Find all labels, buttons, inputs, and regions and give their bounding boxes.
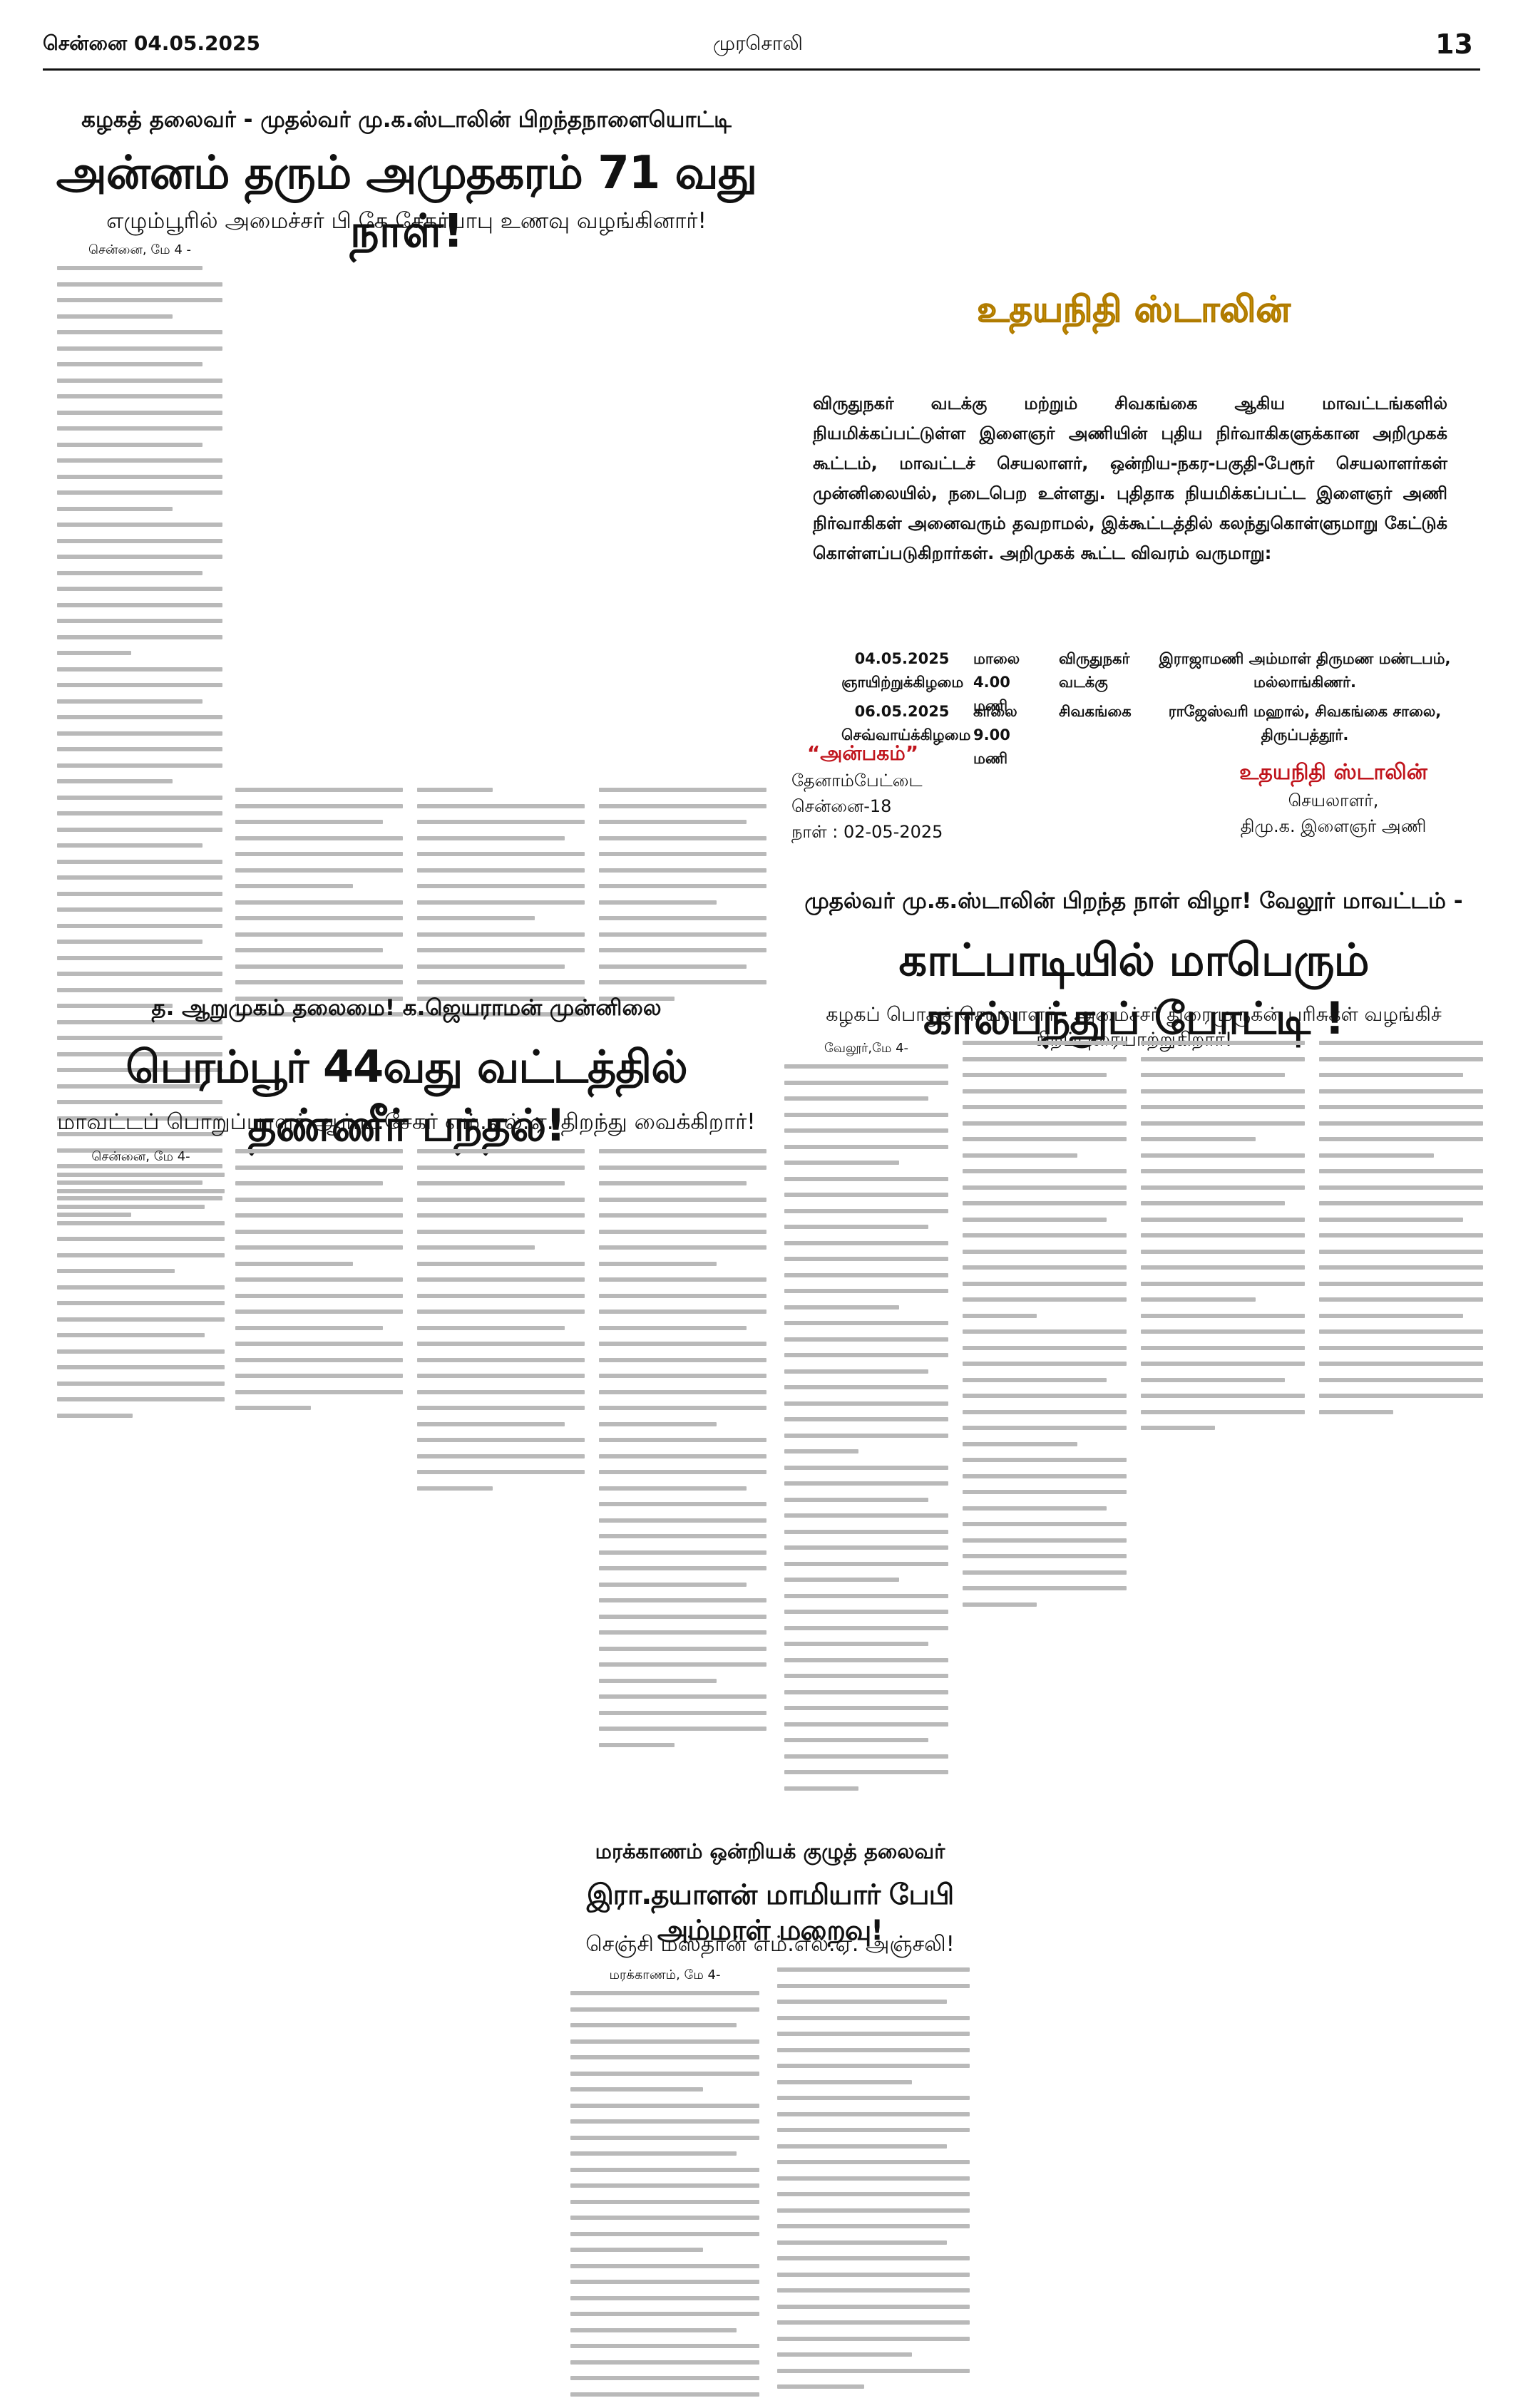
event-district: சிவகங்கை [1059, 703, 1132, 720]
story2-column-3 [1141, 1041, 1305, 1442]
ad-body: விருதுநகர் வடக்கு மற்றும் சிவகங்கை ஆகிய … [813, 393, 1447, 563]
ad-date: நாள் : 02-05-2025 [791, 822, 943, 842]
story4-column-2 [777, 1967, 970, 2401]
story4-headline: இரா.தயாளன் மாமியார் பேபி அம்மாள் மறைவு! [586, 1879, 954, 1947]
story2-subhead: கழகப் பொதுச் செயலாளர் - அமைச்சர் துரைமுர… [826, 1004, 1442, 1051]
office-name: “அன்பகம்” [806, 741, 919, 765]
story4-subhead: செஞ்சி மஸ்தான் எம்.எல்.ஏ. அஞ்சலி! [585, 1932, 955, 1957]
story1-subhead: எழும்பூரில் அமைச்சர் பி.கே.சேகர்பாபு உணவ… [106, 208, 707, 234]
story4-kicker: மரக்காணம் ஒன்றியக் குழுத் தலைவர் [595, 1839, 945, 1863]
office-city: சென்னை-18 [791, 796, 892, 816]
story3-column-3 [417, 1149, 585, 1502]
signature-org: திமு.க. இளைஞர் அணி [1240, 816, 1427, 836]
story4-dateline: மரக்காணம், மே 4- [609, 1967, 721, 1982]
story3-column-4 [599, 1149, 766, 1759]
advertisement: உதயநிதி ஸ்டாலின் விருதுநகர் வடக்கு மற்று… [784, 107, 1483, 784]
page-number: 13 [1435, 29, 1473, 60]
paper-name: முரசொலி [713, 31, 803, 55]
story3-dateline: சென்னை, மே 4- [91, 1149, 190, 1164]
event-session: காலை [973, 703, 1017, 720]
story1-column-4 [599, 788, 766, 1012]
story2-column-4 [1319, 1041, 1483, 1426]
event-date: 04.05.2025 [854, 650, 950, 667]
story1-headline: அன்னம் தரும் அமுதகரம் 71 வது நாள்! [56, 147, 758, 258]
story3-kicker: த. ஆறுமுகம் தலைமை! க.ஜெயராமன் முன்னிலை [151, 995, 662, 1021]
event-venue: இராஜாமணி அம்மாள் திருமண மண்டபம், மல்லாங்… [1159, 650, 1451, 691]
signature-name: உதயநிதி ஸ்டாலின் [1239, 760, 1427, 785]
page-date: சென்னை 04.05.2025 [43, 31, 260, 55]
event-day: ஞாயிற்றுக்கிழமை [841, 674, 964, 691]
story4-column-1: மரக்காணம், மே 4- [570, 1967, 759, 2408]
ad-title: உதயநிதி ஸ்டாலின் [977, 289, 1291, 331]
event-time: 9.00 மணி [973, 726, 1010, 767]
story1-dateline: சென்னை, மே 4 - [88, 242, 192, 257]
story3-headline: பெரம்பூர் 44வது வட்டத்தில் தண்ணீர் பந்தல… [125, 1041, 687, 1151]
story2-headline: காட்பாடியில் மாபெரும் கால்பந்துப் போட்டி… [898, 934, 1370, 1044]
office-area: தேனாம்பேட்டை [791, 771, 923, 791]
header-rule [43, 68, 1480, 71]
story3-column-1: சென்னை, மே 4- [57, 1149, 225, 1429]
story2-column-2 [963, 1041, 1127, 1618]
event-time: 4.00 மணி [973, 674, 1010, 714]
event-date: 06.05.2025 [854, 703, 950, 720]
story1-kicker: கழகத் தலைவர் - முதல்வர் மு.க.ஸ்டாலின் பி… [81, 107, 732, 133]
event-day: செவ்வாய்க்கிழமை [841, 726, 971, 744]
story2-column-1: வேலூர்,மே 4- [784, 1041, 948, 1802]
story1-column-1: சென்னை, மே 4 - [57, 242, 222, 1228]
story1-column-2 [235, 788, 403, 1029]
story1-column-3 [417, 788, 585, 1029]
story2-kicker: முதல்வர் மு.க.ஸ்டாலின் பிறந்த நாள் விழா!… [804, 888, 1463, 914]
ad-office-block: “அன்பகம்” தேனாம்பேட்டை சென்னை-18 நாள் : … [791, 741, 1005, 845]
event-district: விருதுநகர் வடக்கு [1059, 650, 1130, 691]
story3-column-2 [235, 1149, 403, 1422]
story2-dateline: வேலூர்,மே 4- [824, 1041, 909, 1056]
ad-signature: உதயநிதி ஸ்டாலின் செயலாளர், திமு.க. இளைஞர… [1212, 760, 1455, 839]
event-session: மாலை [973, 650, 1020, 667]
event-venue: ராஜேஸ்வரி மஹால், சிவகங்கை சாலை, திருப்பத… [1168, 703, 1442, 744]
signature-role: செயலாளர், [1288, 791, 1379, 811]
story3-subhead: மாவட்டப் பொறுப்பாளர் ஆர்.டி.சேகர் எம்.எல… [57, 1109, 756, 1135]
